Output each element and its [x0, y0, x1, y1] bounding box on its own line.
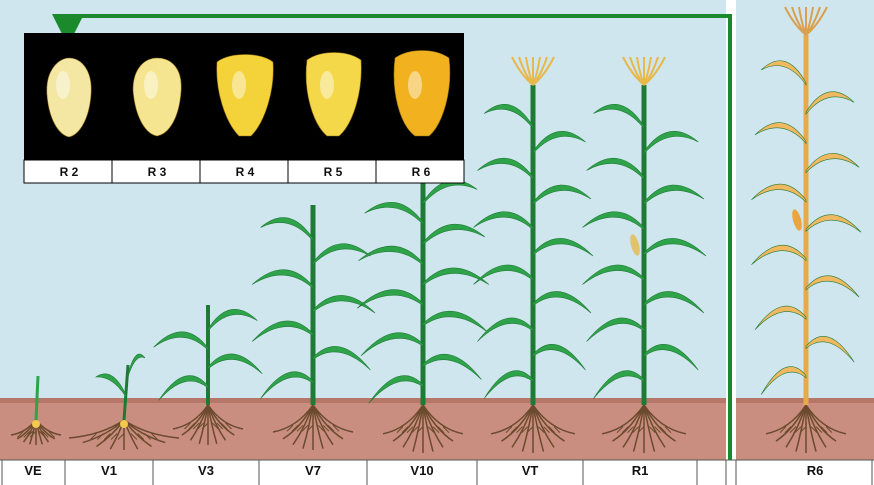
kernel-label-r2: R 2 [26, 162, 112, 182]
stage-label-v10: V10 [368, 461, 476, 481]
stage-label-v1: V1 [66, 461, 152, 481]
kernel-label-r6: R 6 [378, 162, 464, 182]
kernel-stage-panel [24, 33, 464, 183]
soil-surface-left [0, 398, 726, 403]
stage-label-v7: V7 [260, 461, 366, 481]
kernel-label-r3: R 3 [114, 162, 200, 182]
stage-label-r6: R6 [760, 461, 870, 481]
stage-label-vt: VT [478, 461, 582, 481]
kernel-label-r5: R 5 [290, 162, 376, 182]
stage-label-ve: VE [2, 461, 64, 481]
stage-label-v3: V3 [154, 461, 258, 481]
kernel-label-r4: R 4 [202, 162, 288, 182]
soil-layer-left [0, 400, 726, 460]
stage-label-r1: R1 [584, 461, 696, 481]
